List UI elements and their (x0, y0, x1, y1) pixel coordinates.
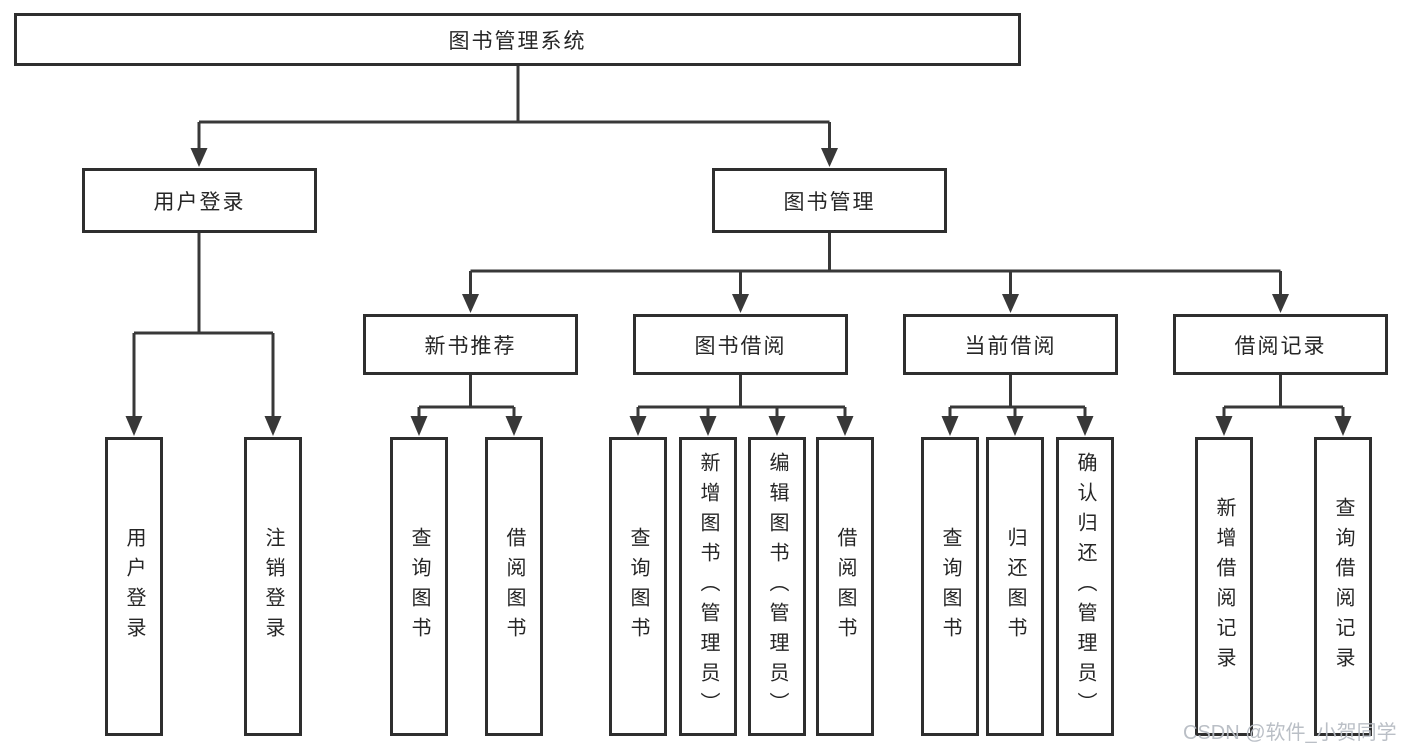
node-new-book-recommend: 新书推荐 (363, 314, 578, 375)
leaf-borrow-edit-book-admin: 编辑图书（管理员） (748, 437, 806, 736)
node-borrow-records: 借阅记录 (1173, 314, 1388, 375)
leaf-recommend-borrow-books: 借阅图书 (485, 437, 543, 736)
leaf-current-return-books: 归还图书 (986, 437, 1044, 736)
node-label: 查询借阅记录 (1332, 496, 1354, 677)
node-label: 用户登录 (153, 190, 246, 214)
leaf-current-confirm-return-admin: 确认归还（管理员） (1056, 437, 1114, 736)
node-book-management: 图书管理 (712, 168, 947, 233)
node-label: 借阅图书 (834, 526, 856, 647)
leaf-logout: 注销登录 (244, 437, 302, 736)
node-label: 借阅图书 (503, 526, 525, 647)
node-label: 新增图书（管理员） (697, 451, 719, 722)
node-label: 借阅记录 (1234, 334, 1327, 358)
leaf-recommend-query-books: 查询图书 (390, 437, 448, 736)
node-current-borrow: 当前借阅 (903, 314, 1118, 375)
leaf-borrow-borrow-books: 借阅图书 (816, 437, 874, 736)
node-label: 新书推荐 (424, 334, 517, 358)
node-label: 新增借阅记录 (1213, 496, 1235, 677)
node-label: 查询图书 (627, 526, 649, 647)
node-root: 图书管理系统 (14, 13, 1021, 66)
leaf-borrow-query-books: 查询图书 (609, 437, 667, 736)
node-label: 确认归还（管理员） (1074, 451, 1096, 722)
leaf-user-login: 用户登录 (105, 437, 163, 736)
node-label: 查询图书 (939, 526, 961, 647)
node-label: 图书管理系统 (448, 29, 587, 53)
node-book-borrow: 图书借阅 (633, 314, 848, 375)
leaf-borrow-add-book-admin: 新增图书（管理员） (679, 437, 737, 736)
node-label: 注销登录 (262, 526, 284, 647)
node-label: 当前借阅 (964, 334, 1057, 358)
node-label: 图书管理 (783, 190, 876, 214)
leaf-records-add-record: 新增借阅记录 (1195, 437, 1253, 736)
node-user-login: 用户登录 (82, 168, 317, 233)
leaf-current-query-books: 查询图书 (921, 437, 979, 736)
node-label: 查询图书 (408, 526, 430, 647)
node-label: 归还图书 (1004, 526, 1026, 647)
node-label: 用户登录 (123, 526, 145, 647)
node-label: 编辑图书（管理员） (766, 451, 788, 722)
watermark-text: CSDN @软件_小贺同学 (1183, 722, 1397, 744)
leaf-records-query-record: 查询借阅记录 (1314, 437, 1372, 736)
node-label: 图书借阅 (694, 334, 787, 358)
